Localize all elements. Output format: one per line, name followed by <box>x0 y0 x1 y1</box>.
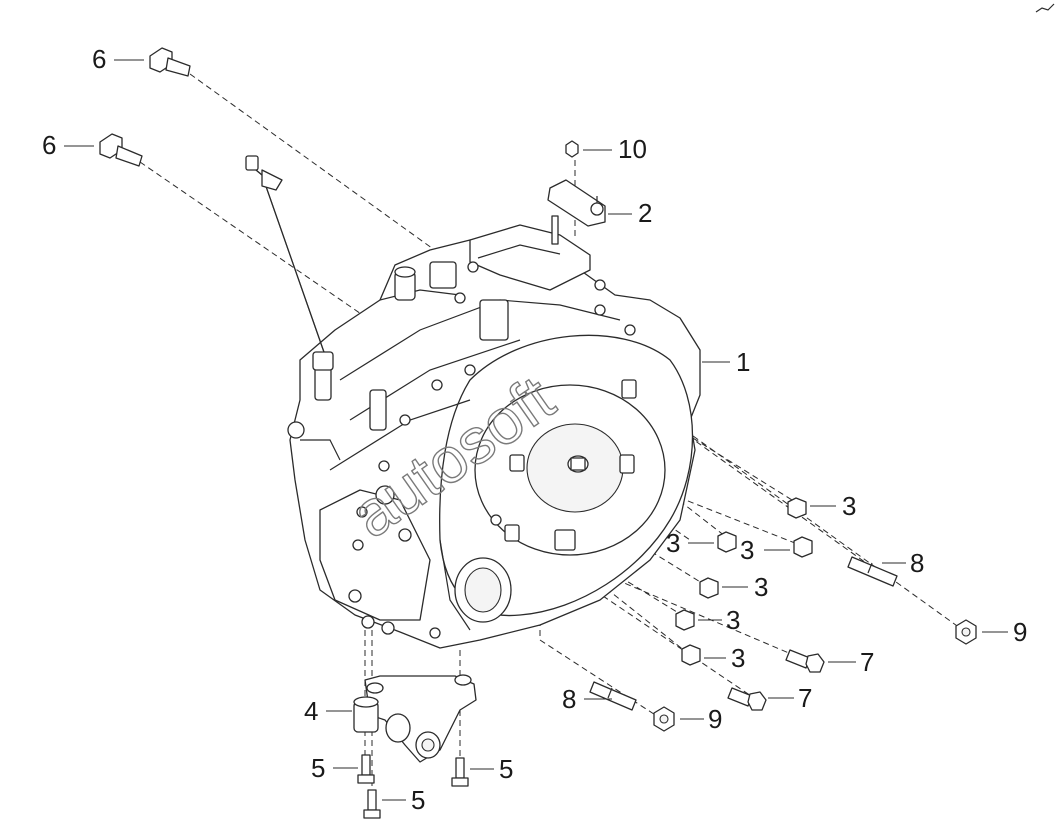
callout-5-bottom: 5 <box>411 785 425 815</box>
bolt-5-right <box>451 757 469 787</box>
callout-7-lower: 7 <box>798 683 812 713</box>
nut-9-right <box>955 619 977 645</box>
bolt-7-lower <box>727 687 767 711</box>
nut-9-lower <box>653 706 675 732</box>
callout-7-upper: 7 <box>860 647 874 677</box>
callout-6-lower: 6 <box>42 130 56 160</box>
callout-3-f: 3 <box>731 643 745 673</box>
callout-3-b: 3 <box>666 528 680 558</box>
callout-6-upper: 6 <box>92 44 106 74</box>
callouts: 6 6 10 2 1 3 3 3 3 3 3 8 9 <box>42 44 1027 815</box>
callout-2: 2 <box>638 198 652 228</box>
callout-5-left: 5 <box>311 753 325 783</box>
callout-3-e: 3 <box>726 605 740 635</box>
callout-4: 4 <box>304 696 318 726</box>
callout-9-lower: 9 <box>708 704 722 734</box>
bolt-7-upper <box>785 649 825 673</box>
callout-9-right: 9 <box>1013 617 1027 647</box>
callout-3-d: 3 <box>754 572 768 602</box>
callout-8-right: 8 <box>910 548 924 578</box>
stud-8-right <box>847 556 898 587</box>
callout-3-c: 3 <box>740 535 754 565</box>
corner-mark <box>1035 3 1055 13</box>
nut-10 <box>565 140 579 158</box>
callout-1: 1 <box>736 347 750 377</box>
breather-tube <box>245 155 334 371</box>
callout-5-right: 5 <box>499 754 513 784</box>
stud-8-lower <box>589 681 637 711</box>
bolt-5-left <box>357 754 375 784</box>
bolt-5-bottom <box>363 789 381 819</box>
callout-3-a: 3 <box>842 491 856 521</box>
callout-10: 10 <box>618 134 647 164</box>
bolt-6-lower <box>99 133 143 167</box>
bracket-2 <box>547 179 606 245</box>
bolt-3-group <box>675 497 813 666</box>
bolt-6-upper <box>149 47 191 77</box>
callout-8-lower: 8 <box>562 684 576 714</box>
transmission-case <box>287 224 701 649</box>
mount-bracket-4 <box>353 674 477 763</box>
case-bolt-heads <box>348 261 636 639</box>
